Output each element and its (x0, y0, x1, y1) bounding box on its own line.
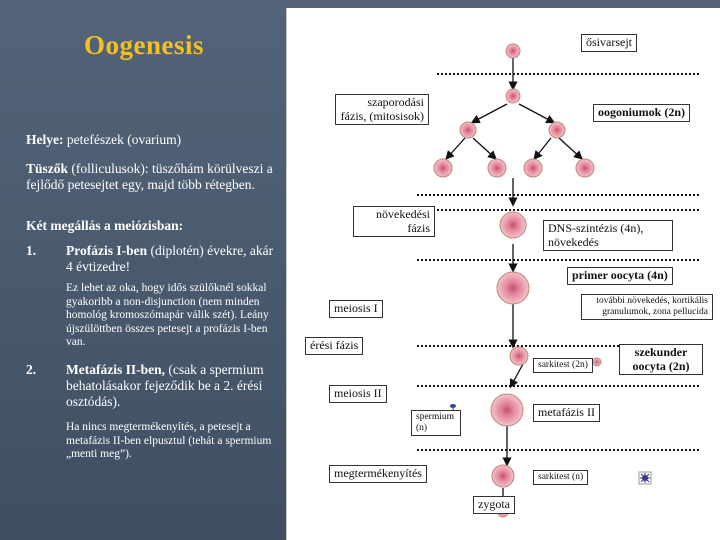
growing-oocyte (499, 211, 527, 239)
secondary-oocyte (509, 346, 529, 366)
osivarsejt-label: ősivarsejt (581, 34, 637, 52)
oogonium-4 (575, 158, 595, 178)
item2-note: Ha nincs megtermékenyítés, a petesejt a … (66, 421, 272, 460)
cell-mitosis-2a (459, 121, 477, 139)
meiosis2-label: meiosis II (329, 385, 387, 403)
star-icon (638, 471, 652, 485)
item1-note: Ez lehet az oka, hogy idős szülőknél sok… (66, 282, 269, 348)
zygota-label: zygota (473, 496, 515, 514)
item2-rest: (csak a spermium behatolásakor fejeződik… (66, 362, 264, 409)
item2-number: 2. (26, 362, 37, 377)
item1-text: Profázis I-ben (diplotén) évekre, akár 4… (66, 243, 278, 275)
helye-line: Helye: petefészek (ovarium) (26, 132, 286, 148)
primordial-germ-cell (505, 43, 521, 59)
item2-text: Metafázis II-ben, (csak a spermium behat… (66, 362, 278, 410)
item1-rest: (diplotén) évekre, akár 4 évtizedre! (66, 243, 274, 274)
eresi-fazis-label: érési fázis (305, 337, 364, 355)
megtermekenyites-label: megtermékenyítés (329, 465, 427, 483)
helye-label: Helye: (26, 132, 64, 147)
oogonium-2 (487, 158, 507, 178)
oogonium-1 (433, 158, 453, 178)
item1-bold: Profázis I-ben (66, 243, 148, 258)
tuszok-label: Tüszők (26, 161, 69, 176)
tuszok-text: (folliculusok): tüszőhám körülveszi a fe… (26, 161, 273, 192)
item2-bold: Metafázis II-ben, (66, 362, 165, 377)
tuszok-paragraph: Tüszők (folliculusok): tüszőhám körülves… (26, 161, 276, 193)
novekedesi-label: növekedési fázis (353, 206, 435, 237)
dns-label: DNS-szintézis (4n), növekedés (543, 220, 673, 251)
page-title: Oogenesis (84, 30, 205, 60)
metafazis2-label: metafázis II (533, 404, 600, 422)
helye-text: petefészek (ovarium) (63, 132, 182, 147)
fertilized-oocyte (491, 464, 515, 488)
item1-number: 1. (26, 243, 37, 258)
szaporodasi-label: szaporodási fázis, (mitosisok) (335, 94, 429, 125)
ket-megallas-heading: Két megállás a meiózisban: (26, 218, 184, 233)
polar-body-1 (592, 357, 602, 367)
szekunder-oocyta-label: szekunder oocyta (2n) (619, 344, 703, 375)
meiosis1-label: meiosis I (329, 300, 383, 318)
metaphase-ii-oocyte (490, 393, 524, 427)
sarkitest-2n-label: sarkitest (2n) (533, 358, 593, 373)
oogenesis-diagram: ősivarsejt szaporodási fázis, (mitosisok… (286, 8, 720, 540)
oogonium-label: oogoniumok (2n) (593, 104, 691, 122)
cell-mitosis-1 (505, 88, 521, 104)
left-text-column: Helye: petefészek (ovarium) Tüszők (foll… (0, 0, 290, 540)
oogonium-3 (523, 158, 543, 178)
sarkitest-n-label: sarkitest (n) (533, 470, 589, 485)
tovabbi-label: további növekedés, kortikális granulumok… (581, 294, 713, 320)
cell-mitosis-2b (548, 121, 566, 139)
phase-separators (417, 73, 699, 451)
primer-oocyta-label: primer oocyta (4n) (567, 267, 673, 285)
primary-oocyte (496, 271, 530, 305)
spermium-label: spermium (n) (411, 410, 461, 436)
